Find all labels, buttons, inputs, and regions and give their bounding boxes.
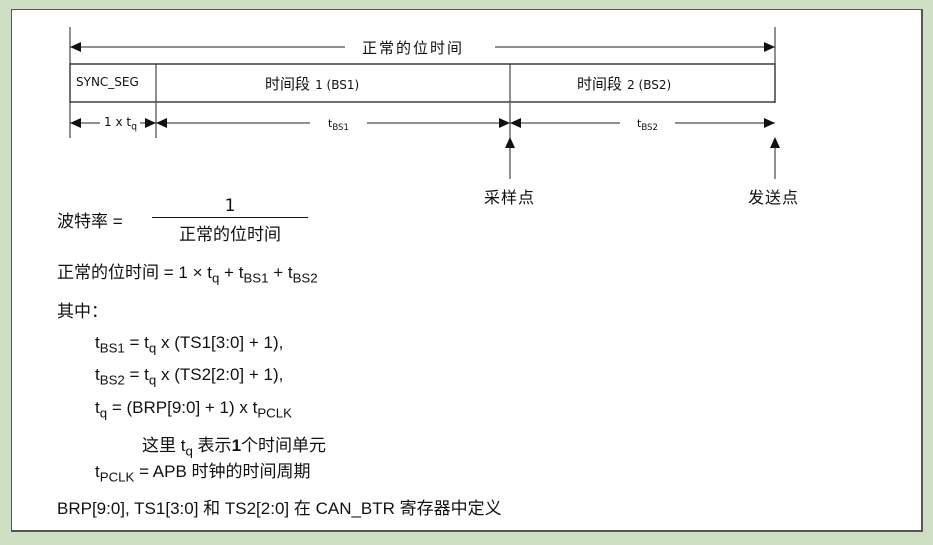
tbs1-f-mid: = t — [124, 333, 149, 352]
sync-duration-text: 1 x t — [104, 115, 132, 129]
bs2-cn-label: 时间段 — [577, 75, 623, 93]
tq-formula: tq = (BRP[9:0] + 1) x tPCLK — [95, 398, 292, 421]
register-footnote: BRP[9:0], TS1[3:0] 和 TS2[2:0] 在 CAN_BTR … — [57, 499, 502, 518]
bs1-segment-label: 时间段 1 (BS1) — [265, 73, 359, 94]
tpclk-f-t: t — [95, 462, 100, 481]
tbs1-sub: BS1 — [332, 123, 349, 133]
tq-f-t: t — [95, 398, 100, 417]
note-post: 个时间单元 — [241, 436, 327, 455]
transmit-point-label: 发送点 — [748, 188, 800, 207]
bs1-en-label: 1 (BS1) — [315, 78, 360, 92]
baud-rate-fraction: 1 正常的位时间 — [152, 196, 308, 245]
tq-f-sub: q — [99, 405, 108, 421]
nbt-term-3-sub: BS2 — [292, 270, 318, 286]
sync-duration-sub: q — [131, 121, 138, 133]
tbs1-f-sub2: q — [148, 340, 157, 356]
tbs2-f-mid: = t — [124, 365, 149, 384]
fraction-denominator: 正常的位时间 — [179, 225, 281, 245]
nbt-lhs: 正常的位时间 = — [57, 263, 174, 282]
tbs1-f-sub: BS1 — [99, 340, 125, 356]
tbs2-formula: tBS2 = tq x (TS2[2:0] + 1), — [95, 365, 283, 388]
nbt-term-2: + t — [219, 263, 244, 282]
sync-duration-label: 1 x tq — [104, 115, 137, 132]
tbs1-f-rest: x (TS1[3:0] + 1), — [156, 333, 284, 352]
sync-seg-label: SYNC_SEG — [76, 75, 139, 89]
tbs1-dimension-label: tBS1 — [328, 117, 349, 133]
tbs1-formula: tBS1 = tq x (TS1[3:0] + 1), — [95, 333, 283, 356]
bs1-cn-label: 时间段 — [265, 75, 311, 93]
where-label: 其中： — [57, 302, 108, 321]
tpclk-formula: tPCLK = APB 时钟的时间周期 — [95, 457, 311, 485]
note-sub: q — [185, 443, 193, 459]
tq-f-rest: = (BRP[9:0] + 1) x t — [107, 398, 258, 417]
tbs2-dimension-label: tBS2 — [637, 117, 658, 133]
bs2-segment-label: 时间段 2 (BS2) — [577, 73, 671, 94]
tpclk-f-sub: PCLK — [99, 469, 135, 485]
nbt-term-2-sub: BS1 — [243, 270, 269, 286]
note-pre: 这里 t — [142, 436, 186, 455]
tbs2-f-t: t — [95, 365, 100, 384]
tq-f-sub2: PCLK — [257, 405, 292, 421]
baud-rate-label: 波特率 = — [57, 212, 123, 231]
tbs2-t: t — [637, 117, 642, 130]
tbs2-f-rest: x (TS2[2:0] + 1), — [156, 365, 284, 384]
nbt-term-3: + t — [268, 263, 293, 282]
tbs1-t: t — [328, 117, 333, 130]
sample-point-label: 采样点 — [484, 188, 536, 207]
normal-bit-time-label: 正常的位时间 — [362, 39, 465, 57]
tq-note: 这里 tq 表示1个时间单元 — [142, 431, 326, 459]
bs2-en-label: 2 (BS2) — [627, 78, 672, 92]
tbs2-f-sub: BS2 — [99, 372, 125, 388]
fraction-bar — [152, 217, 308, 218]
tpclk-f-rest: = APB 时钟的时间周期 — [134, 462, 311, 481]
nbt-term-1: 1 × t — [178, 263, 212, 282]
normal-bit-time-formula: 正常的位时间 = 1 × tq + tBS1 + tBS2 — [57, 258, 318, 286]
content-panel — [11, 9, 923, 532]
note-bold: 1 — [231, 436, 242, 455]
tbs1-f-t: t — [95, 333, 100, 352]
tbs2-sub: BS2 — [641, 123, 658, 133]
note-mid: 表示 — [192, 436, 232, 455]
tbs2-f-sub2: q — [148, 372, 157, 388]
fraction-numerator: 1 — [224, 196, 236, 216]
nbt-term-1-sub: q — [211, 270, 220, 286]
